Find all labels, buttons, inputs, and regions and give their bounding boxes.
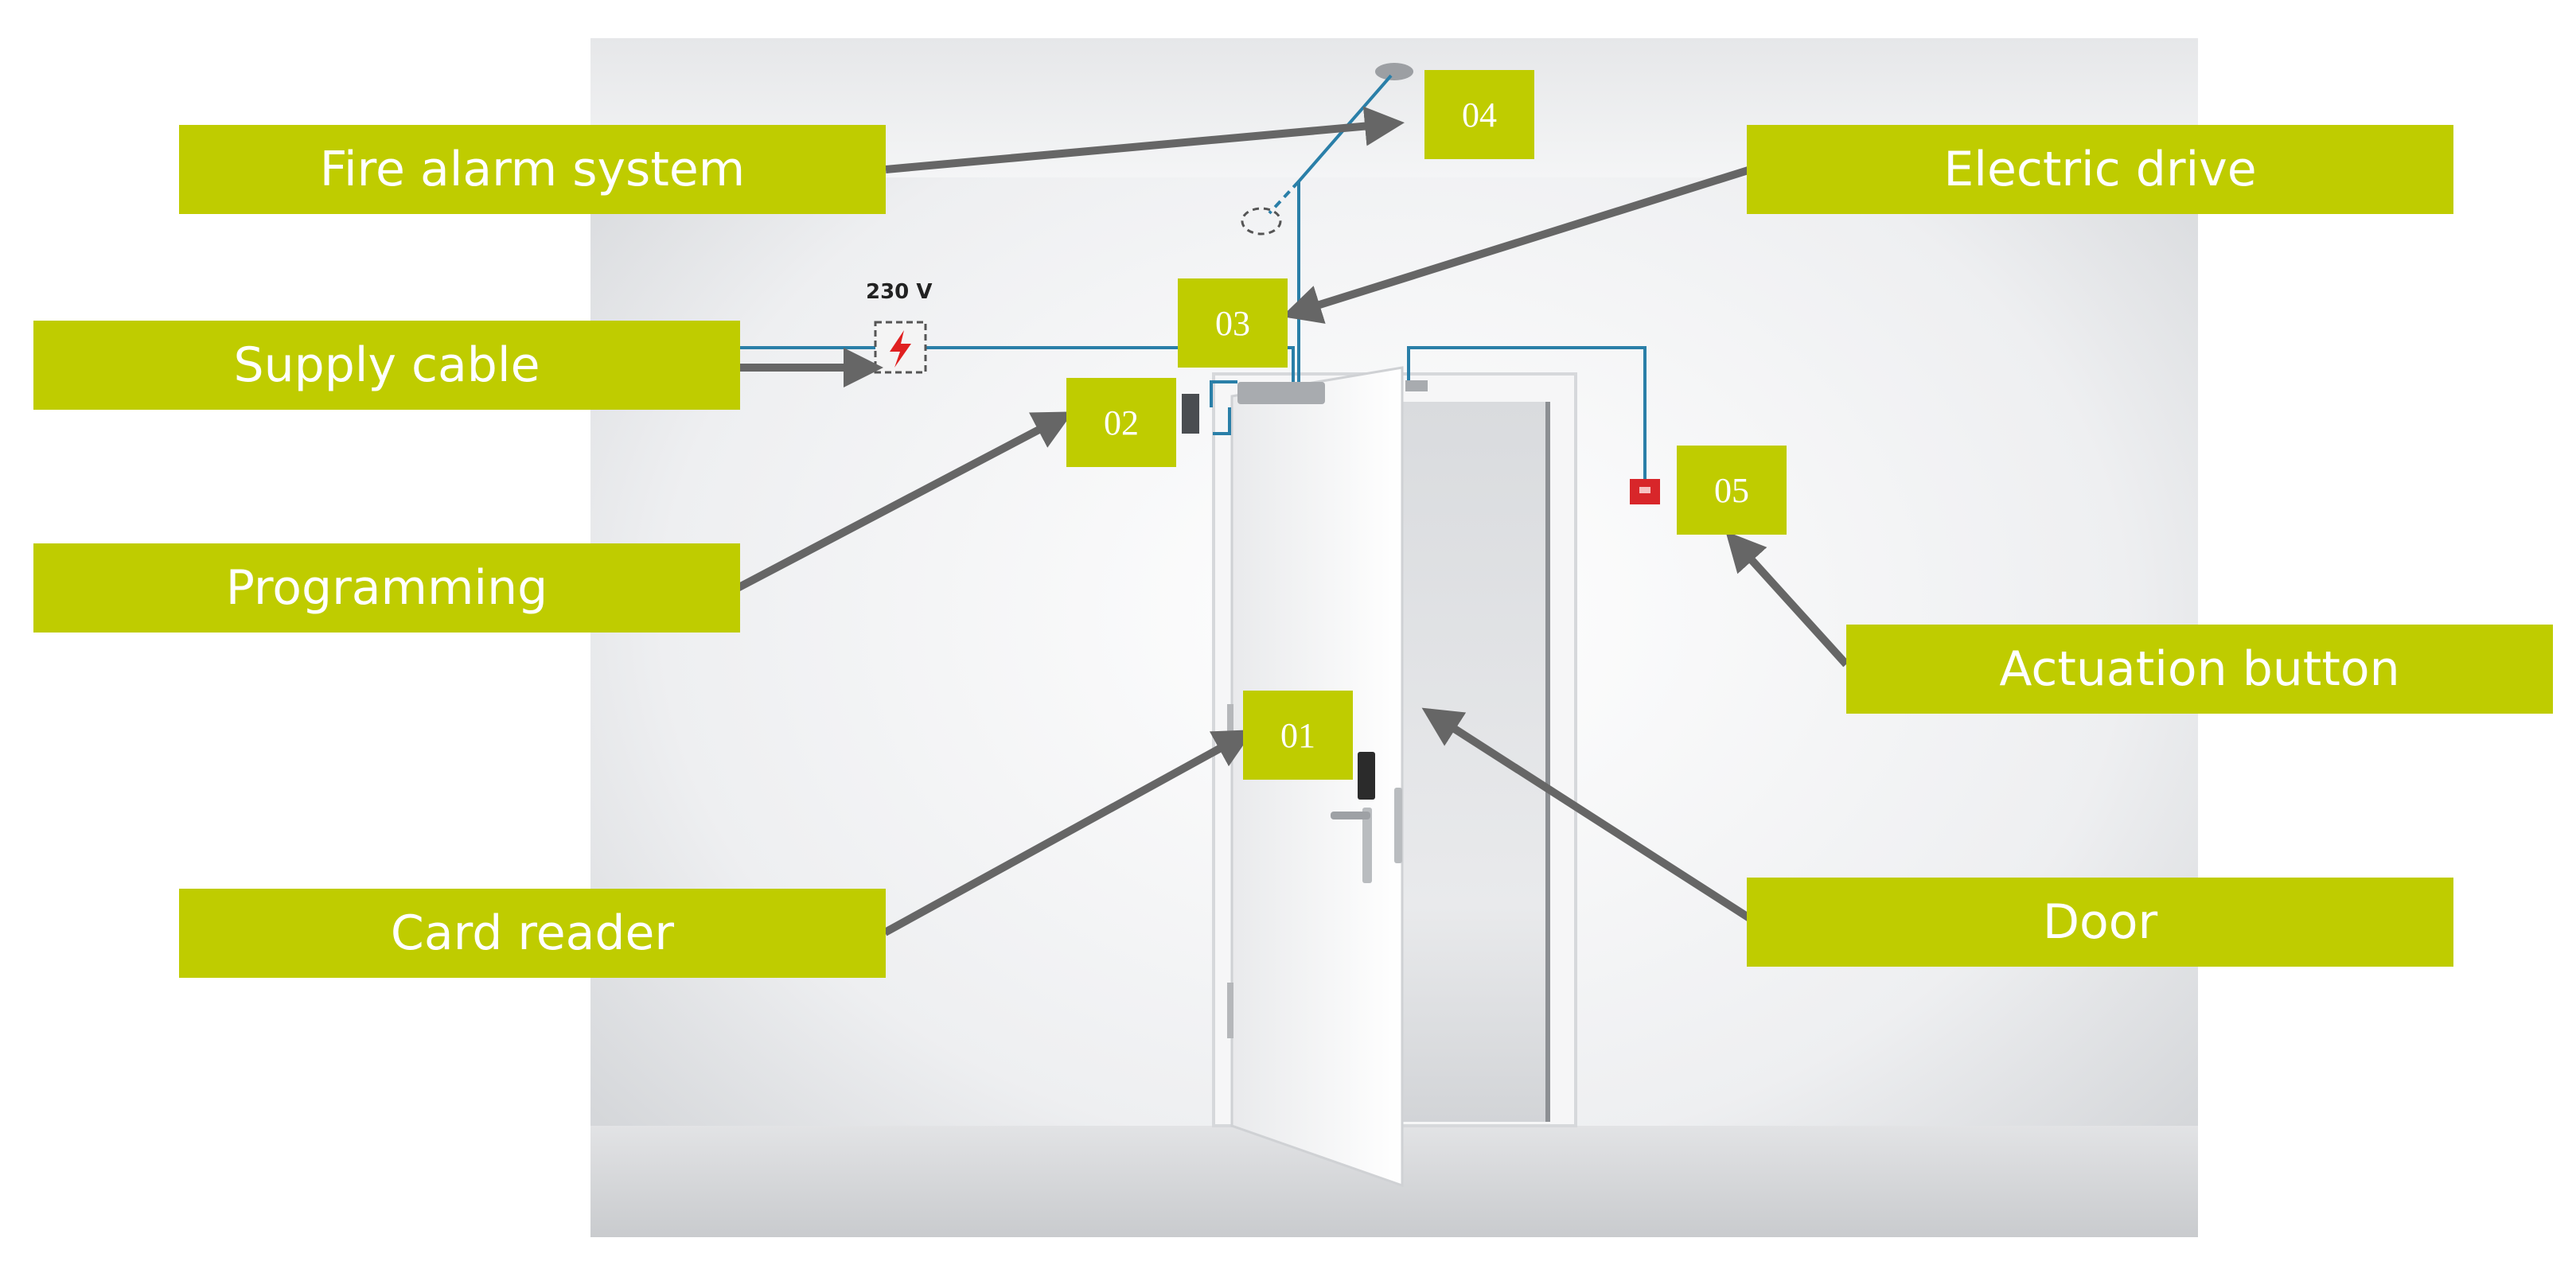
cabling xyxy=(736,74,1647,484)
label-electric-drive: Electric drive xyxy=(1747,125,2453,214)
label-programming: Programming xyxy=(33,543,740,633)
arrow-door xyxy=(1421,707,1753,923)
arrow-electric-drive xyxy=(1281,165,1752,324)
red-button-window xyxy=(1639,487,1650,493)
voltage-label: 230 V xyxy=(866,280,933,304)
smoke-detector-icon xyxy=(1375,63,1413,80)
door-hinge-lower xyxy=(1227,983,1233,1038)
passage-edge xyxy=(1545,402,1550,1122)
door-hinge-upper xyxy=(1227,704,1233,760)
arrow-fire-alarm xyxy=(885,106,1405,173)
number-02: 02 xyxy=(1066,378,1176,467)
drive-arm-holder xyxy=(1405,380,1428,391)
number-01: 01 xyxy=(1243,691,1353,780)
number-04: 04 xyxy=(1424,70,1534,159)
programming-switch xyxy=(1182,394,1199,434)
door-edge-handle xyxy=(1394,788,1402,863)
label-fire-alarm-system: Fire alarm system xyxy=(179,125,886,214)
label-supply-cable: Supply cable xyxy=(33,321,740,410)
door-passage xyxy=(1401,402,1548,1122)
arrow-card-reader xyxy=(883,730,1254,936)
label-door: Door xyxy=(1747,878,2453,967)
door-lever xyxy=(1331,812,1370,819)
door-handle-plate xyxy=(1362,808,1372,883)
number-03: 03 xyxy=(1178,278,1288,368)
drive-unit xyxy=(1237,382,1325,404)
label-card-reader: Card reader xyxy=(179,889,886,978)
label-actuation-button: Actuation button xyxy=(1846,625,2553,714)
arrow-actuation-button xyxy=(1725,531,1849,668)
leader-lines xyxy=(734,106,1849,936)
number-05: 05 xyxy=(1677,446,1787,535)
arrow-programming xyxy=(734,411,1074,593)
lightning-icon xyxy=(890,330,911,368)
detector-marker xyxy=(1241,207,1282,236)
card-reader-device xyxy=(1358,752,1375,800)
